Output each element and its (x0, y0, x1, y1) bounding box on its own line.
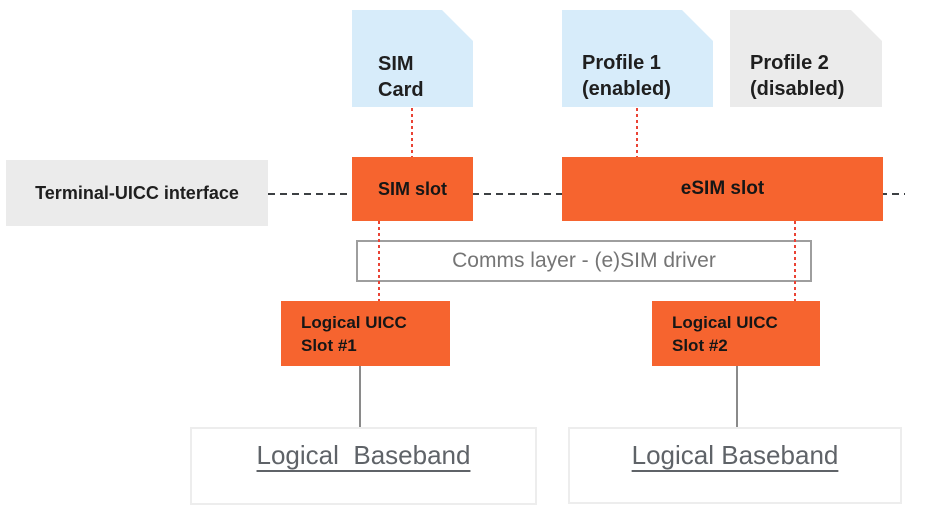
logical-uicc-slot1-node: Logical UICC Slot #1 (281, 301, 450, 366)
logical-uicc-slot2-node: Logical UICC Slot #2 (652, 301, 820, 366)
connector-uicc2-to-baseband2 (736, 366, 738, 427)
sim-card-node: SIM Card (352, 10, 473, 107)
logical-baseband2-node: Logical Baseband (568, 427, 902, 504)
terminal-uicc-interface-label: Terminal-UICC interface (6, 160, 268, 226)
logical-baseband1-label: Logical Baseband (256, 440, 471, 470)
esim-slot-node: eSIM slot (562, 157, 883, 221)
comms-layer-driver-node: Comms layer - (e)SIM driver (356, 240, 812, 282)
dotted-connector-simslot-to-uicc1 (378, 221, 380, 301)
logical-baseband1-node: Logical Baseband (190, 427, 537, 505)
sim-slot-node: SIM slot (352, 157, 473, 221)
dotted-connector-profile1-to-esimslot (636, 108, 638, 157)
dotted-connector-simcard-to-simslot (411, 108, 413, 157)
profile2-disabled-node: Profile 2 (disabled) (730, 10, 882, 107)
dotted-connector-esimslot-to-uicc2 (794, 221, 796, 301)
connector-uicc1-to-baseband1 (359, 366, 361, 427)
logical-baseband2-label: Logical Baseband (631, 440, 839, 470)
profile1-enabled-node: Profile 1 (enabled) (562, 10, 713, 107)
